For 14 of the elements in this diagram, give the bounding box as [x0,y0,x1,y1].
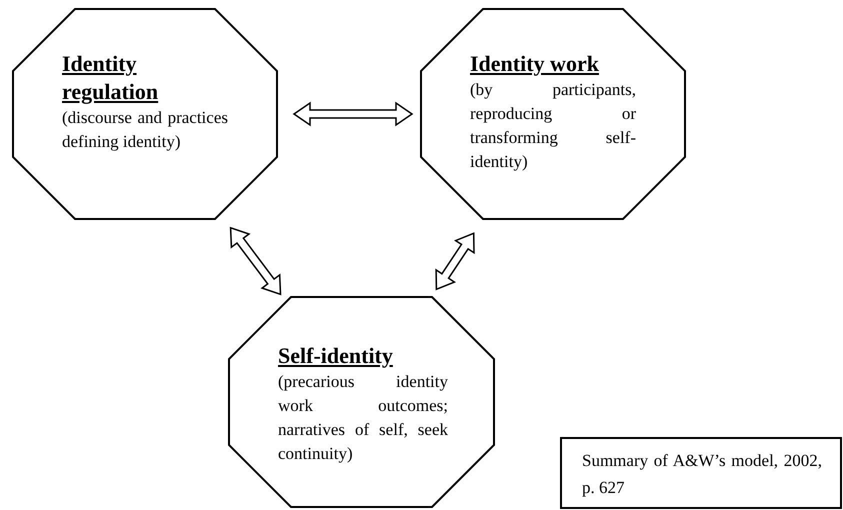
double-arrow [230,226,282,296]
node-heading: Self-identity [278,342,394,370]
note-box [560,437,842,509]
double-arrow [292,102,414,126]
node-description: (by participants, reproducing or transforming self-identity) [470,79,636,173]
note-text: Summary of A&W’s model, 2002, p. 627 [582,450,822,499]
node-description: (discourse and practices defining identity) [62,107,228,153]
node-heading: Identity regulation [62,50,160,106]
octagon-node [420,8,686,220]
node-heading: Identity work [470,50,600,78]
octagon-node [228,296,495,508]
node-description: (precarious identity work outcomes; narratives of self, seek continuity) [278,371,448,465]
double-arrow [435,232,475,290]
octagon-node [12,8,278,220]
